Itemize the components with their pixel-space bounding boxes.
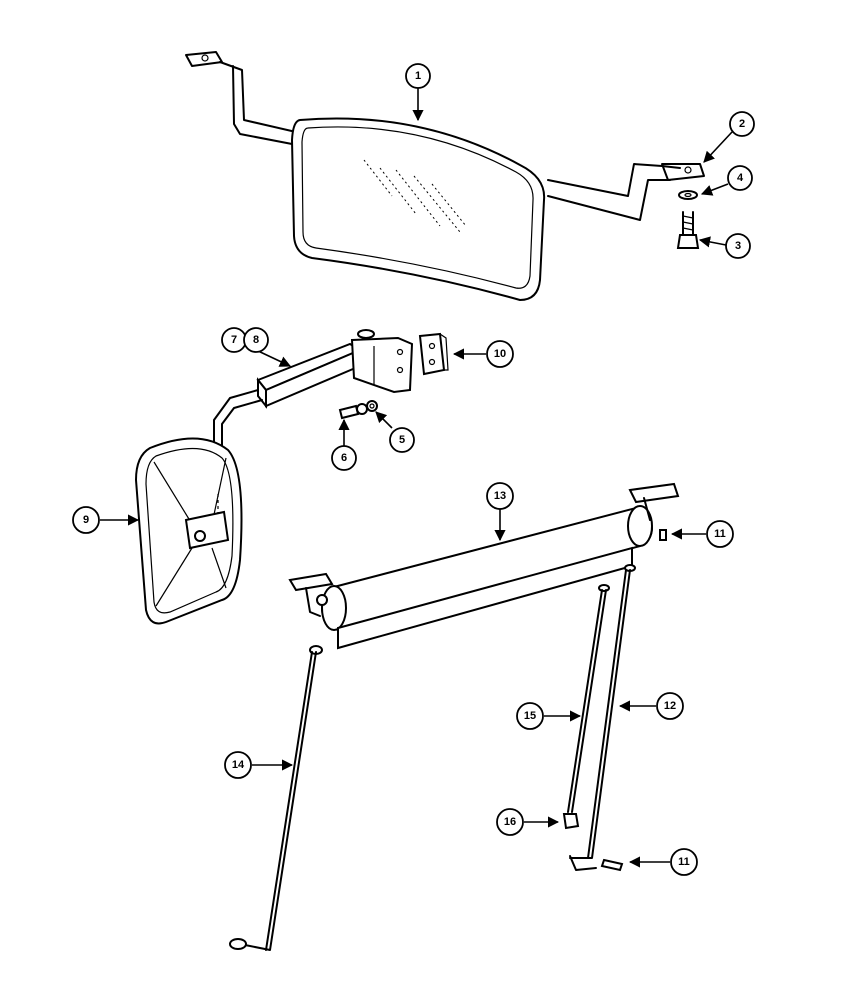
callout-13: 13 bbox=[486, 482, 514, 510]
callout-9: 9 bbox=[72, 506, 100, 534]
roller-tube bbox=[320, 505, 654, 650]
svg-text:5: 5 bbox=[399, 434, 405, 446]
upper-mirror-glass bbox=[290, 117, 546, 302]
rod-cap bbox=[562, 813, 580, 830]
roller-right-bracket bbox=[598, 482, 680, 592]
svg-text:4: 4 bbox=[737, 172, 744, 184]
pad-plate bbox=[418, 332, 449, 376]
callout-3: 3 bbox=[725, 233, 751, 259]
hinge-block bbox=[350, 329, 414, 394]
callout-15: 15 bbox=[516, 702, 544, 730]
svg-text:14: 14 bbox=[232, 759, 245, 771]
roller-left-bracket bbox=[288, 572, 334, 655]
svg-text:16: 16 bbox=[504, 816, 516, 828]
svg-text:9: 9 bbox=[83, 514, 89, 526]
svg-text:13: 13 bbox=[494, 490, 506, 502]
svg-text:12: 12 bbox=[664, 700, 676, 712]
svg-text:7: 7 bbox=[231, 334, 237, 346]
arm-washer bbox=[366, 400, 378, 412]
svg-text:11: 11 bbox=[678, 856, 690, 868]
callout-8: 8 bbox=[243, 327, 269, 353]
callout-11-lower: 11 bbox=[670, 848, 698, 876]
svg-text:15: 15 bbox=[524, 710, 536, 722]
callout-4: 4 bbox=[727, 165, 753, 191]
callout-10: 10 bbox=[486, 340, 514, 368]
svg-text:8: 8 bbox=[253, 334, 259, 346]
svg-text:3: 3 bbox=[735, 240, 741, 252]
right-rod bbox=[569, 569, 631, 871]
mirror-arm bbox=[211, 342, 363, 495]
svg-text:10: 10 bbox=[494, 348, 506, 360]
callout-6: 6 bbox=[331, 445, 357, 471]
arm-bolt bbox=[338, 403, 368, 420]
svg-text:2: 2 bbox=[739, 118, 745, 130]
callout-12: 12 bbox=[656, 692, 684, 720]
center-rod bbox=[567, 589, 607, 813]
washer bbox=[678, 190, 698, 200]
leader-lines bbox=[100, 88, 733, 868]
callout-2: 2 bbox=[729, 111, 755, 137]
left-rod bbox=[229, 651, 317, 951]
lower-screw bbox=[600, 858, 624, 872]
upper-mirror-bracket bbox=[185, 51, 705, 221]
bolt bbox=[676, 211, 700, 249]
svg-text:6: 6 bbox=[341, 452, 347, 464]
callout-14: 14 bbox=[224, 751, 252, 779]
side-mirror bbox=[134, 437, 243, 625]
callout-1: 1 bbox=[405, 63, 431, 89]
callout-16: 16 bbox=[496, 808, 524, 836]
svg-text:1: 1 bbox=[415, 70, 421, 82]
callout-5: 5 bbox=[389, 427, 415, 453]
callout-11-upper: 11 bbox=[706, 520, 734, 548]
svg-text:11: 11 bbox=[714, 528, 726, 540]
callout-7: 7 bbox=[221, 327, 247, 353]
